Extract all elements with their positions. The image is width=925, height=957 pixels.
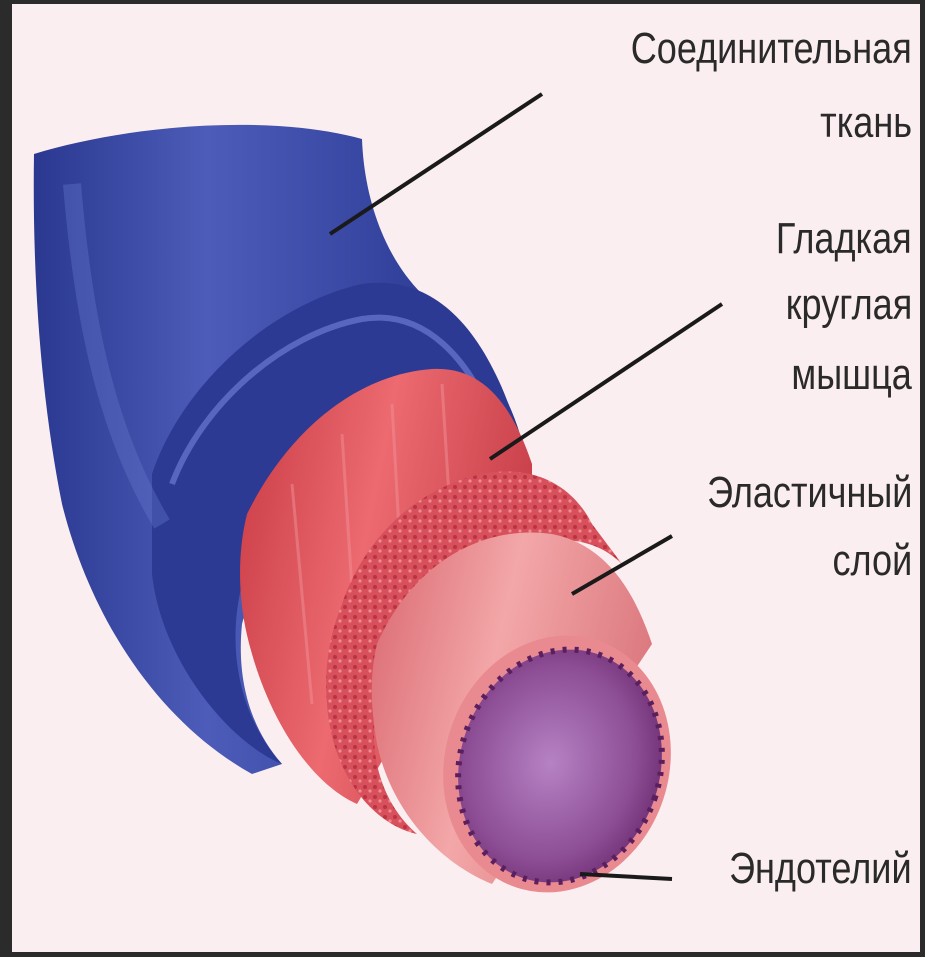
label-elastic-layer-line2: слой (832, 534, 912, 588)
label-smooth-muscle-line3: мышца (792, 348, 912, 402)
label-smooth-muscle-line2: круглая (785, 278, 912, 332)
label-smooth-muscle: Гладкая (776, 212, 912, 266)
label-elastic-layer: Эластичный (707, 466, 912, 520)
label-connective-tissue: Соединительная (631, 22, 912, 76)
leader-line-muscle (490, 304, 722, 459)
label-endothelium: Эндотелий (729, 842, 912, 896)
label-connective-tissue-line2: ткань (820, 96, 912, 150)
diagram-frame: Соединительная ткань Гладкая круглая мыш… (12, 4, 920, 952)
